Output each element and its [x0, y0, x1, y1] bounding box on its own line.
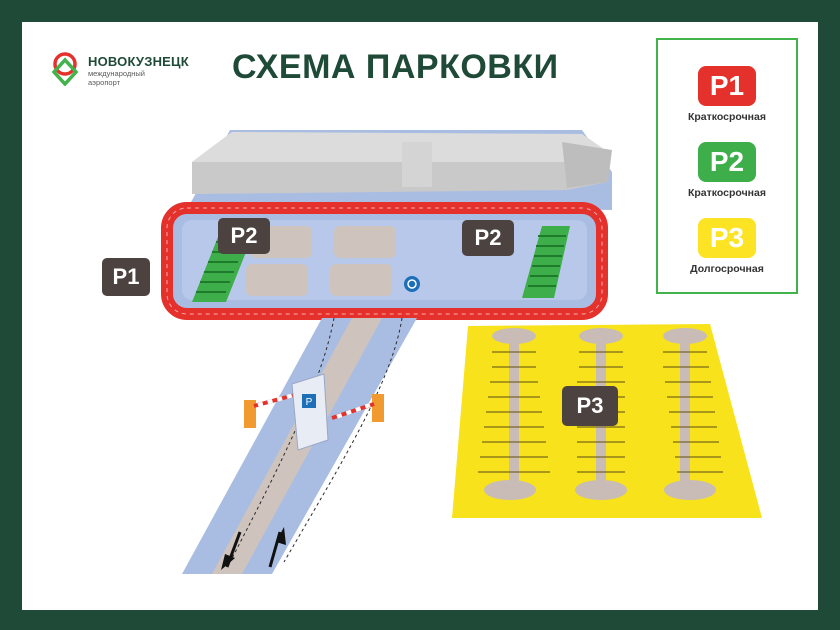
p3-row-3 — [663, 328, 716, 500]
map-label-p2-left: P2 — [218, 218, 270, 254]
legend-badge-p1: P1 — [698, 66, 756, 106]
barrier-left — [244, 392, 299, 428]
legend-item-p1: P1 Краткосрочная — [658, 66, 796, 123]
legend-item-p2: P2 Краткосрочная — [658, 142, 796, 199]
entry-arrow-icon — [268, 527, 286, 568]
p3-row-1 — [484, 328, 536, 500]
legend-badge-p3: P3 — [698, 218, 756, 258]
airport-logo: НОВОКУЗНЕЦК международный аэропорт — [50, 52, 250, 102]
airport-subtitle: международный аэропорт — [88, 69, 145, 87]
terminal-building — [190, 130, 612, 210]
page-title: СХЕМА ПАРКОВКИ — [232, 48, 559, 86]
barrier-right — [331, 394, 384, 422]
airport-name: НОВОКУЗНЕЦК — [88, 54, 189, 69]
map-label-p1: P1 — [102, 258, 150, 296]
p3-stall-lines — [478, 351, 723, 473]
roundabout-icon — [404, 276, 420, 292]
legend-caption-p1: Краткосрочная — [687, 111, 766, 123]
parking-pay-booth: P — [291, 373, 329, 451]
airport-logo-icon — [51, 52, 79, 86]
legend-caption-p2: Краткосрочная — [687, 187, 766, 199]
legend-badge-p2: P2 — [698, 142, 756, 182]
legend: P1 Краткосрочная P2 Краткосрочная P3 Дол… — [656, 38, 798, 294]
legend-item-p3: P3 Долгосрочная — [658, 218, 796, 275]
legend-caption-p3: Долгосрочная — [690, 263, 764, 275]
exit-arrow-icon — [221, 531, 242, 570]
svg-text:P: P — [306, 397, 313, 408]
map-label-p3: P3 — [562, 386, 618, 426]
map-label-p2-right: P2 — [462, 220, 514, 256]
parking-scheme-board: P — [22, 22, 818, 610]
p2-right-stalls — [522, 226, 570, 298]
